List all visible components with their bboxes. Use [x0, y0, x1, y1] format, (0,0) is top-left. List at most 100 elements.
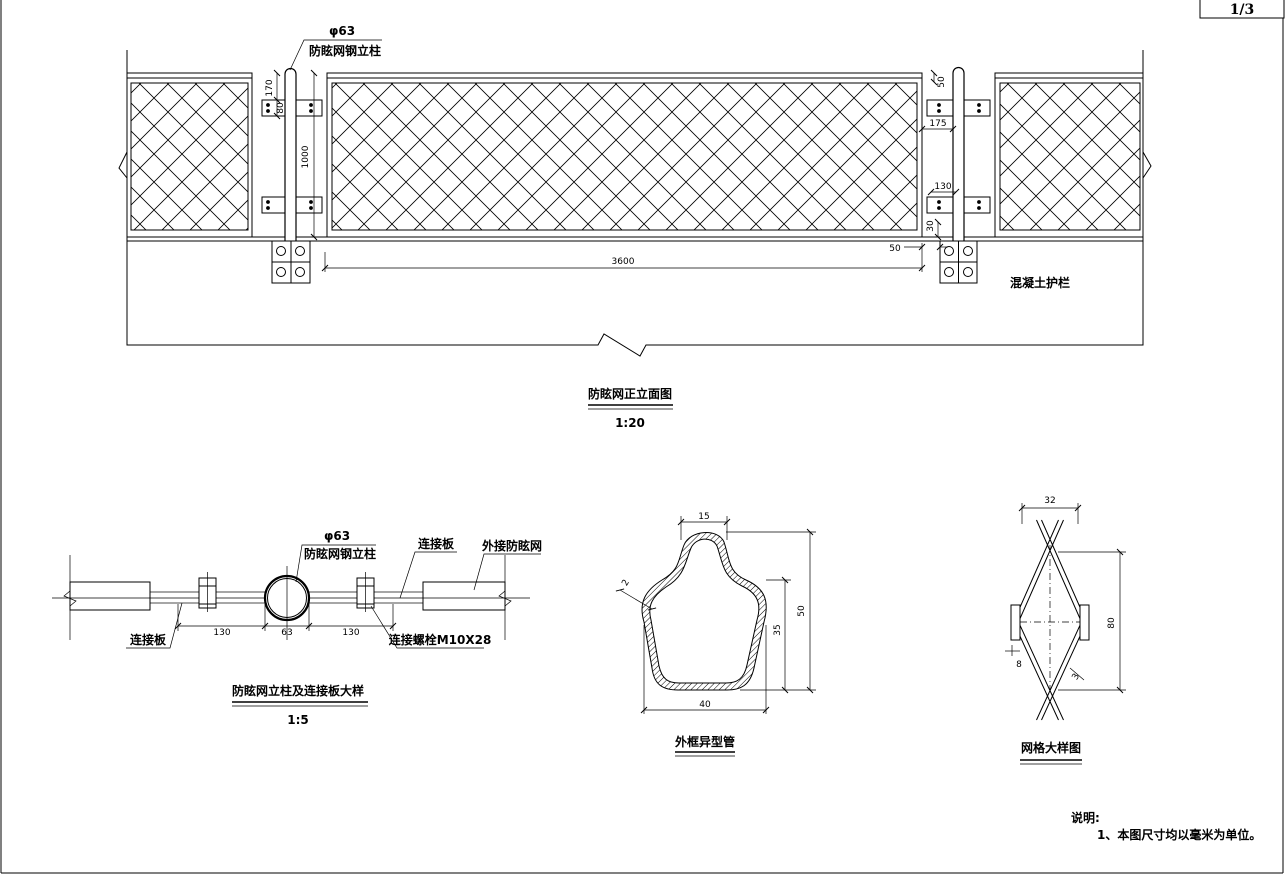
bolt-dot [977, 206, 981, 210]
notes-block: 说明: 1、本图尺寸均以毫米为单位。 [1071, 810, 1261, 842]
plan-dimensions: 130 63 130 [174, 604, 397, 638]
dim-end-gap: 50 [889, 244, 901, 254]
post-name-label: 防眩网钢立柱 [309, 43, 381, 58]
right-mesh-panel [994, 72, 1144, 238]
panel-mesh [331, 82, 918, 231]
right-wire-node [1079, 604, 1090, 641]
page-number: 1/3 [1230, 2, 1255, 18]
mesh-grid-detail: 32 80 8 3 网格大样图 [1005, 496, 1126, 765]
bolt-dot [977, 200, 981, 204]
plate-top-leader-line [399, 551, 457, 599]
mesh-title: 网格大样图 [1021, 740, 1081, 755]
connecting-plate [963, 99, 991, 117]
bolt-dot [266, 109, 270, 113]
post-leader-line [295, 544, 376, 583]
left-bolt [198, 572, 217, 612]
bolt-dot [937, 200, 941, 204]
right-bolt [356, 572, 375, 612]
mesh-dimensions: 32 80 8 3 [1005, 496, 1126, 694]
bolt-label: 连接螺栓M10X28 [389, 632, 492, 647]
plan-title-block: 防眩网立柱及连接板大样 1:5 [232, 683, 368, 727]
tube-dimensions: 15 2 50 35 40 [615, 512, 816, 714]
left-mesh-section [69, 581, 151, 611]
dim-wire: 3 [1071, 672, 1083, 682]
anchor-hole [963, 246, 973, 256]
plate-bottom-leader-line [126, 602, 183, 649]
tube-wall [641, 532, 767, 691]
panel-frame [326, 72, 923, 238]
base-plate [939, 240, 978, 284]
dim-top-gap: 50 [937, 76, 947, 88]
leader-line [289, 39, 382, 71]
dim-plate-width: 175 [929, 119, 946, 129]
dim-wall: 2 [621, 578, 633, 588]
notes-heading: 说明: [1071, 810, 1100, 825]
bolt-dot [937, 206, 941, 210]
connecting-plate [926, 196, 954, 214]
post-shaft [284, 67, 297, 241]
bolt-leader-line [370, 605, 484, 649]
anchor-hole [295, 267, 305, 277]
left-mesh-panel [126, 72, 253, 238]
dim-width: 40 [699, 700, 711, 710]
plan-leaders: φ63 防眩网钢立柱 连接板 外接防眩网 连接板 连接螺栓M10X28 [126, 529, 542, 649]
post-leader: φ63 防眩网钢立柱 [289, 24, 382, 71]
dim-right-plate: 130 [342, 628, 359, 638]
mesh-title-block: 网格大样图 [1020, 740, 1082, 765]
anchor-hole [963, 267, 973, 277]
page-number-box [1199, 0, 1285, 19]
plan-title: 防眩网立柱及连接板大样 [232, 683, 364, 698]
anchor-hole [944, 246, 954, 256]
post-plan-detail: 130 63 130 φ63 防眩网钢立柱 连接板 外接防眩网 连接板 连接螺栓… [52, 529, 542, 727]
dim-bottom-gap: 30 [926, 220, 936, 232]
connecting-plate [261, 196, 286, 214]
barrier-outline [118, 50, 1152, 357]
anchor-hole [276, 246, 286, 256]
dim-line-wall [615, 588, 657, 611]
left-steel-post [261, 67, 323, 284]
panel-frame [126, 72, 253, 238]
frame-tube-detail: 15 2 50 35 40 外框异型管 [615, 512, 816, 757]
post-diameter-label: φ63 [329, 24, 355, 38]
dim-line-wire [1069, 667, 1085, 681]
post-shaft [952, 66, 965, 241]
bolt-dot [266, 206, 270, 210]
post-name-label: 防眩网钢立柱 [304, 546, 376, 561]
dim-height: 80 [1107, 617, 1117, 629]
anchor-hole [276, 267, 286, 277]
connecting-plate [926, 99, 954, 117]
bolt-dot [309, 200, 313, 204]
bolt-dot [937, 109, 941, 113]
concrete-barrier-label: 混凝土护栏 [1010, 275, 1070, 290]
dim-span: 3600 [612, 257, 635, 267]
bolt-dot [309, 109, 313, 113]
bolt-dot [937, 103, 941, 107]
tube-title: 外框异型管 [675, 734, 735, 749]
bolt-dot [977, 103, 981, 107]
dim-left-plate: 130 [213, 628, 230, 638]
elevation-title-block: 防眩网正立面图 1:20 [588, 386, 673, 430]
bolt-dot [309, 206, 313, 210]
plate-label-top: 连接板 [418, 536, 455, 551]
outer-mesh-label: 外接防眩网 [482, 538, 542, 553]
plate-bolts [937, 103, 981, 210]
right-steel-post [926, 66, 991, 284]
dim-node: 8 [1016, 660, 1022, 670]
right-mesh-section [422, 581, 506, 611]
elevation-title: 防眩网正立面图 [588, 386, 672, 401]
left-wire-node [1010, 604, 1021, 641]
connecting-plate [963, 196, 991, 214]
outer-mesh-leader-line [473, 553, 541, 591]
elevation-view: φ63 防眩网钢立柱 170 80 1000 50 175 130 30 50 [118, 24, 1152, 430]
plate-label-bottom: 连接板 [130, 632, 167, 647]
steel-post-section [263, 566, 311, 640]
bolt-dot [266, 103, 270, 107]
dim-height: 50 [797, 605, 807, 617]
base-plate [271, 240, 311, 284]
connecting-plate [295, 99, 323, 117]
wire-left-zigzag-b [1017, 519, 1064, 721]
panel-mesh [130, 82, 249, 231]
bolt-dot [309, 103, 313, 107]
elevation-dimensions: 170 80 1000 50 175 130 30 50 3600 [265, 69, 960, 272]
